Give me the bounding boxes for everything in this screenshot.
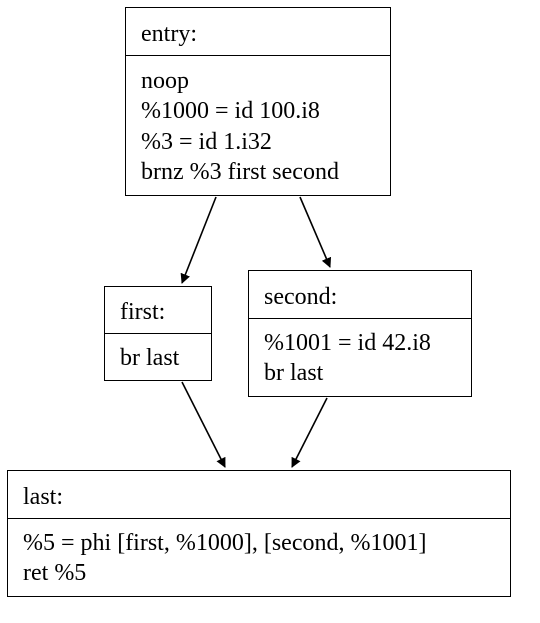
instruction-line: %1000 = id 100.i8 <box>141 98 320 125</box>
instruction-line: brnz %3 first second <box>141 159 339 186</box>
instruction-line: noop <box>141 68 189 94</box>
edge-first-to-last <box>181 381 226 468</box>
block-first-body: br last <box>105 334 211 373</box>
edge-entry-to-second <box>299 196 332 268</box>
edge-second-to-last <box>291 397 328 468</box>
edge-entry-to-first <box>180 196 217 284</box>
block-entry-title: entry: <box>126 8 390 56</box>
instruction-line: br last <box>264 360 324 387</box>
block-second-body: %1001 = id 42.i8 br last <box>249 319 471 389</box>
block-second-title: second: <box>249 271 471 319</box>
block-second: second: %1001 = id 42.i8 br last <box>248 270 472 397</box>
block-last-title: last: <box>8 471 510 519</box>
block-entry-body: noop %1000 = id 100.i8 %3 = id 1.i32 brn… <box>126 56 390 188</box>
block-first-title: first: <box>105 287 211 334</box>
block-last-body: %5 = phi [first, %1000], [second, %1001]… <box>8 519 510 589</box>
block-first: first: br last <box>104 286 212 381</box>
instruction-line: br last <box>120 345 180 371</box>
block-entry: entry: noop %1000 = id 100.i8 %3 = id 1.… <box>125 7 391 196</box>
instruction-line: %5 = phi [first, %1000], [second, %1001] <box>23 530 427 556</box>
instruction-line: %1001 = id 42.i8 <box>264 330 431 356</box>
block-last: last: %5 = phi [first, %1000], [second, … <box>7 470 511 597</box>
instruction-line: ret %5 <box>23 560 87 587</box>
instruction-line: %3 = id 1.i32 <box>141 128 272 155</box>
